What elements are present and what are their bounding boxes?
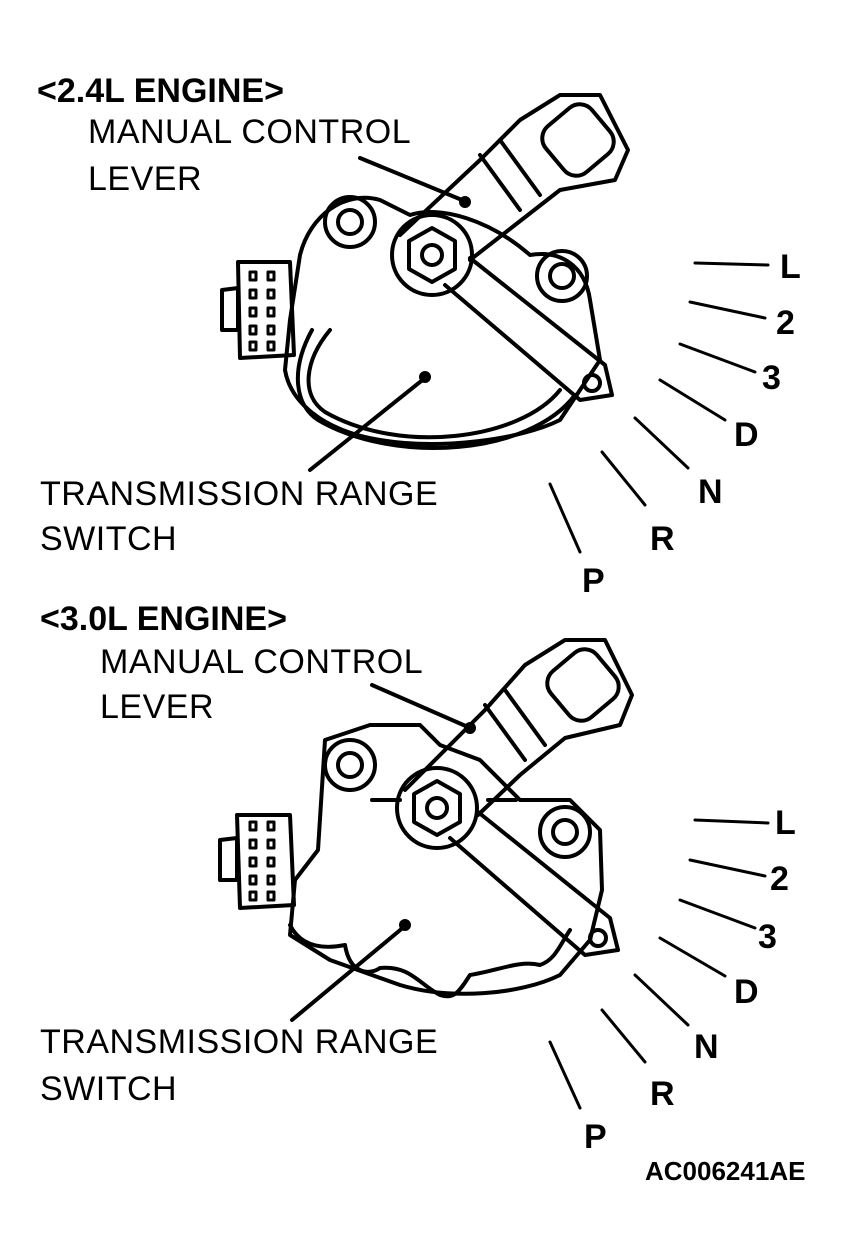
scalloped-plate-3-0l: [288, 923, 572, 999]
position-label-L: L: [780, 248, 801, 286]
switch-3-0l-drawing: [218, 638, 634, 1022]
label-lever-2-4l: LEVER: [88, 160, 202, 198]
housing-3-0l: [288, 723, 604, 996]
connector-pins-2-4l: [248, 270, 276, 352]
position-ticks-3-0l: [548, 818, 770, 1110]
lever-slot-2-4l: [540, 102, 616, 178]
connector-pins-3-0l: [248, 820, 276, 902]
bolt-boss-left-3-0l: [323, 738, 377, 792]
position-label-D: D: [734, 416, 759, 454]
manual-lever-arm-2-4l: [398, 93, 630, 262]
position-label-D-3-0l: D: [734, 973, 759, 1011]
label-transmission-range-2-4l: TRANSMISSION RANGE: [40, 475, 439, 513]
position-label-N-3-0l: N: [694, 1028, 719, 1066]
bolt-boss-left-2-4l: [323, 195, 377, 249]
hub-nut-2-4l: [407, 226, 457, 284]
position-ticks-2-4l: [548, 261, 770, 554]
fan-plate-2-4l: [306, 328, 562, 440]
bolt-boss-right-2-4l: [535, 249, 589, 303]
hub-nut-3-0l: [412, 779, 462, 837]
lever-slot-3-0l: [545, 647, 621, 723]
connector-2-4l: [236, 260, 296, 360]
label-switch-2-4l: SWITCH: [40, 520, 178, 558]
title-3-0l-engine: <3.0L ENGINE>: [40, 600, 287, 638]
label-manual-control-3-0l: MANUAL CONTROL: [100, 643, 424, 681]
position-label-3: 3: [762, 359, 781, 397]
position-label-R: R: [650, 520, 675, 558]
detent-arm-3-0l: [448, 810, 620, 957]
position-label-P: P: [582, 562, 605, 600]
position-label-L-3-0l: L: [775, 804, 796, 842]
title-2-4l-engine: <2.4L ENGINE>: [37, 72, 284, 110]
switch-2-4l-drawing: [220, 93, 630, 472]
position-label-N: N: [698, 473, 723, 511]
manual-lever-arm-3-0l: [403, 638, 634, 817]
position-label-2: 2: [776, 304, 795, 342]
connector-3-0l: [235, 813, 296, 910]
label-switch-3-0l: SWITCH: [40, 1070, 178, 1108]
position-label-3-3-0l: 3: [758, 918, 777, 956]
detent-arm-2-4l: [443, 256, 614, 402]
bolt-boss-right-3-0l: [538, 805, 592, 859]
lever-hub-2-4l: [390, 213, 474, 297]
position-label-2-3-0l: 2: [770, 860, 789, 898]
label-lever-3-0l: LEVER: [100, 688, 214, 726]
position-label-R-3-0l: R: [650, 1075, 675, 1113]
lever-hub-3-0l: [395, 766, 479, 850]
position-label-P-3-0l: P: [584, 1118, 607, 1156]
label-transmission-range-3-0l: TRANSMISSION RANGE: [40, 1023, 439, 1061]
figure-code: AC006241AE: [645, 1156, 806, 1186]
label-manual-control-2-4l: MANUAL CONTROL: [88, 113, 412, 151]
